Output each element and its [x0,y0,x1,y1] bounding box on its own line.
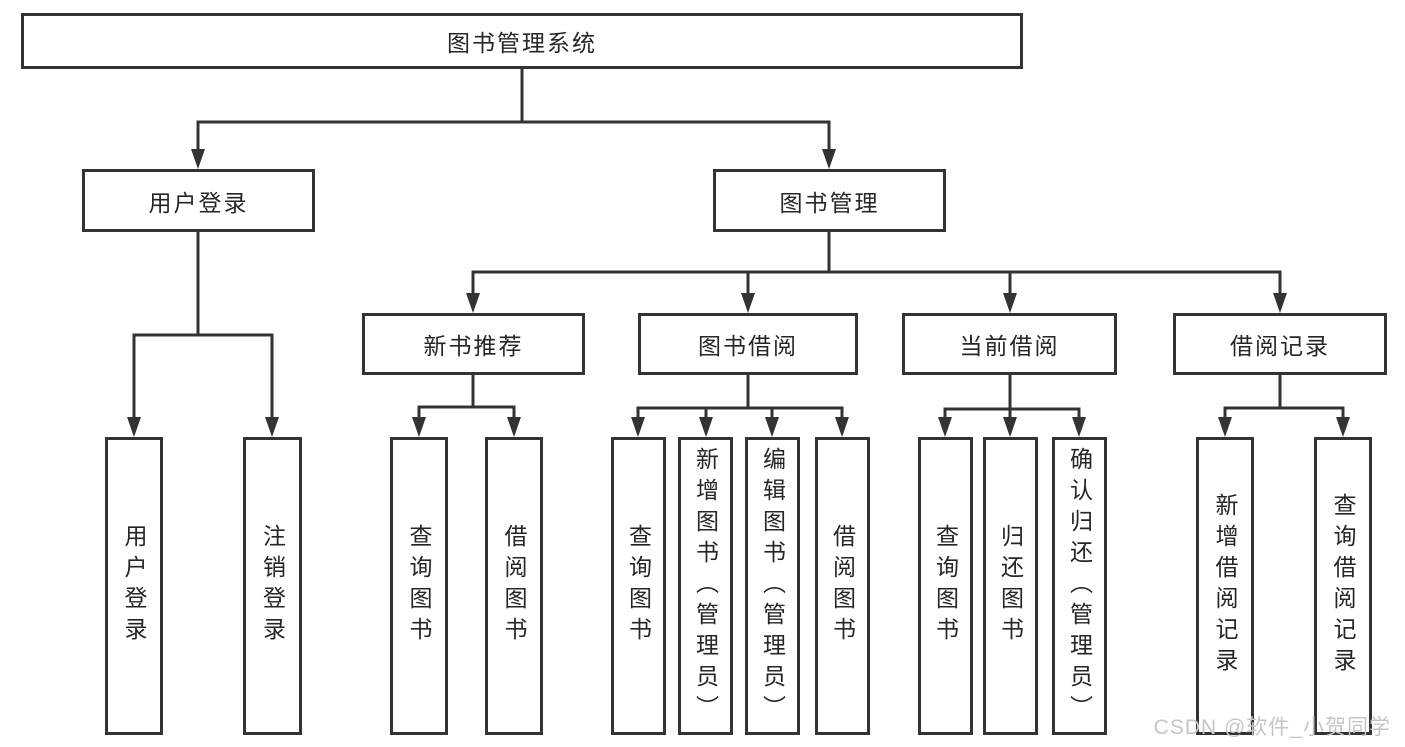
node-book-management-label: 图书管理 [779,189,880,216]
leaf-user-login: 用户登录 [105,437,163,735]
leaf-return-books: 归还图书 [983,437,1038,735]
connector-newbook-to-leaves [417,373,516,421]
node-book-management: 图书管理 [713,169,946,232]
node-book-borrow: 图书借阅 [638,313,858,375]
leaf-add-book-admin-label: 新增图书（管理员） [692,446,719,726]
leaf-query-books-current-label: 查询图书 [932,524,959,648]
connector-bookmgmt-to-level3 [471,230,1282,297]
leaf-edit-book-admin: 编辑图书（管理员） [745,437,800,735]
leaf-confirm-return-admin: 确认归还（管理员） [1052,437,1107,735]
leaf-user-login-label: 用户登录 [121,524,147,648]
leaf-logout: 注销登录 [243,437,302,735]
node-user-login-label: 用户登录 [148,189,249,216]
connector-userlogin-to-leaves [132,230,274,421]
node-borrow-records: 借阅记录 [1173,313,1387,375]
leaf-logout-label: 注销登录 [259,524,286,648]
node-borrow-records-label: 借阅记录 [1230,333,1330,359]
leaf-add-borrow-record: 新增借阅记录 [1196,437,1254,735]
connector-currentborrow-to-leaves [943,373,1081,421]
leaf-add-borrow-record-label: 新增借阅记录 [1212,493,1238,679]
node-new-book-recommend-label: 新书推荐 [423,333,524,359]
node-library-management-system-label: 图书管理系统 [447,30,597,56]
leaf-query-books-borrow: 查询图书 [611,437,666,735]
leaf-borrow-books-recommend-label: 借阅图书 [501,524,527,648]
leaf-query-books-borrow-label: 查询图书 [625,524,652,648]
leaf-query-borrow-record: 查询借阅记录 [1314,437,1372,735]
leaf-query-books-recommend-label: 查询图书 [406,524,432,648]
leaf-add-book-admin: 新增图书（管理员） [678,437,733,735]
leaf-confirm-return-admin-label: 确认归还（管理员） [1066,446,1093,726]
node-new-book-recommend: 新书推荐 [362,313,585,375]
node-current-borrow-label: 当前借阅 [959,333,1060,359]
connector-bookborrow-to-leaves [636,373,844,421]
node-current-borrow: 当前借阅 [902,313,1117,375]
connector-borrowrecords-to-leaves [1223,373,1345,421]
connector-root-to-level2 [196,67,831,153]
leaf-return-books-label: 归还图书 [997,524,1024,648]
node-book-borrow-label: 图书借阅 [698,333,798,359]
leaf-borrow-books: 借阅图书 [815,437,870,735]
leaf-borrow-books-label: 借阅图书 [829,524,856,648]
arrowheads [127,149,1350,437]
leaf-borrow-books-recommend: 借阅图书 [485,437,543,735]
watermark-text: CSDN @软件_小贺同学 [1153,716,1391,739]
leaf-edit-book-admin-label: 编辑图书（管理员） [759,446,786,726]
node-library-management-system: 图书管理系统 [21,13,1023,69]
leaf-query-books-current: 查询图书 [918,437,973,735]
leaf-query-borrow-record-label: 查询借阅记录 [1330,493,1356,679]
node-user-login: 用户登录 [82,169,315,232]
leaf-query-books-recommend: 查询图书 [390,437,448,735]
